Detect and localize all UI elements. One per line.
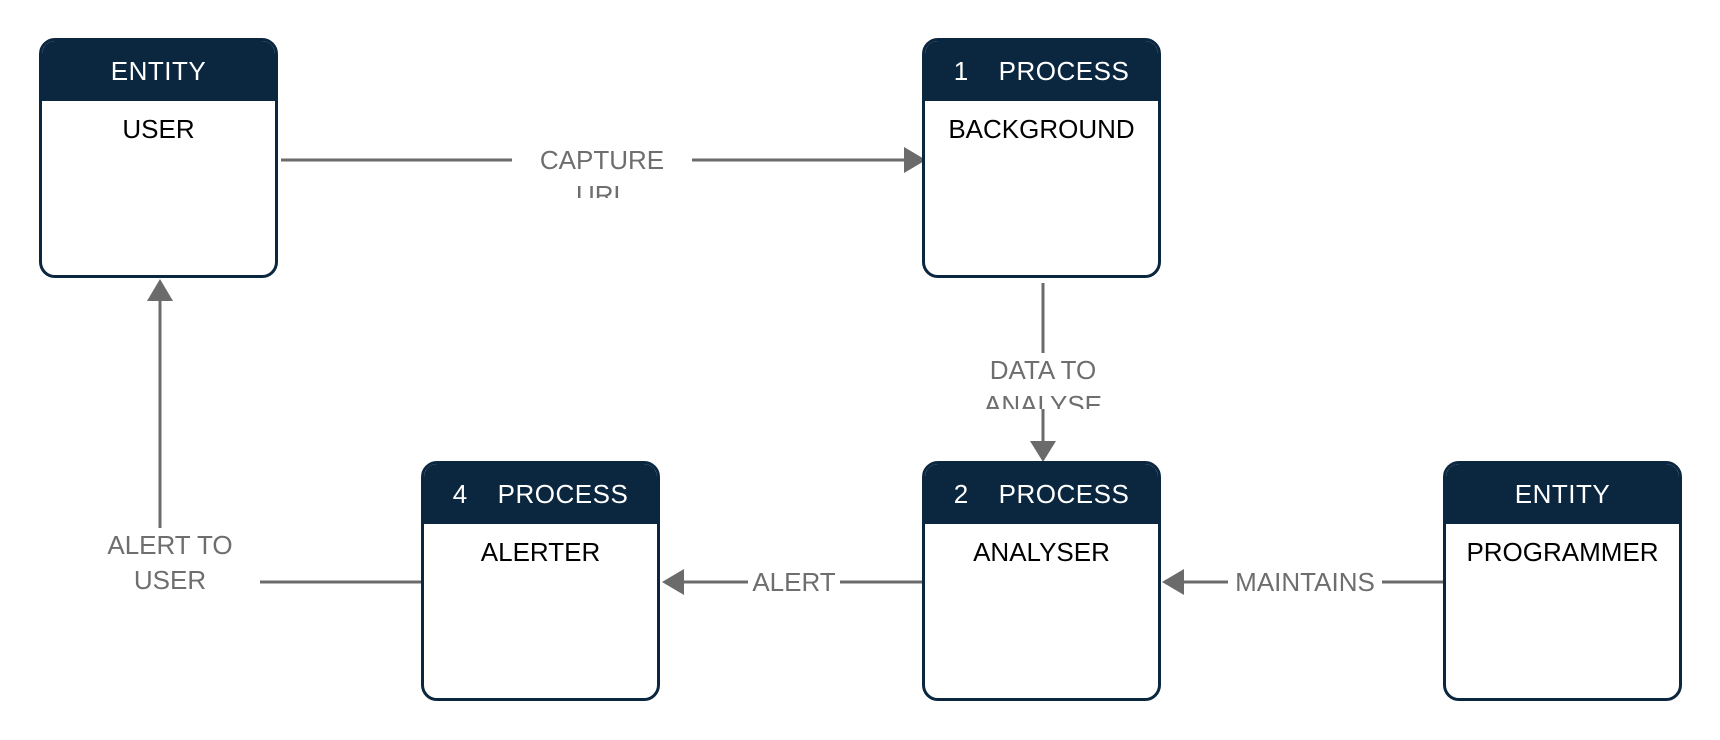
- arrowhead-alert: [662, 569, 684, 595]
- process-alerter[interactable]: 4 PROCESS ALERTER: [421, 461, 660, 701]
- process-background-name: BACKGROUND: [948, 114, 1135, 144]
- arrowhead-maintains: [1162, 569, 1184, 595]
- flow-label-alert: ALERT: [748, 565, 840, 600]
- arrowhead-data-to-analyse: [1030, 441, 1056, 462]
- entity-user-kind: ENTITY: [110, 55, 207, 86]
- process-alerter-kind: PROCESS: [497, 478, 629, 509]
- process-analyser-name: ANALYSER: [973, 537, 1110, 567]
- arrowhead-capture-url: [904, 147, 926, 173]
- process-background[interactable]: 1 PROCESS BACKGROUND: [922, 38, 1161, 278]
- flow-label-data-to-analyse: DATA TO ANALYSE: [973, 353, 1113, 409]
- entity-programmer-header: ENTITY: [1446, 464, 1679, 524]
- flow-label-maintains: MAINTAINS: [1228, 565, 1382, 600]
- entity-programmer[interactable]: ENTITY PROGRAMMER: [1443, 461, 1682, 701]
- process-analyser[interactable]: 2 PROCESS ANALYSER: [922, 461, 1161, 701]
- process-background-number: 1: [953, 55, 969, 86]
- process-analyser-kind: PROCESS: [998, 478, 1130, 509]
- process-alerter-number: 4: [452, 478, 468, 509]
- entity-programmer-kind: ENTITY: [1514, 478, 1611, 509]
- arrowhead-alert-to-user: [147, 279, 173, 301]
- entity-programmer-name: PROGRAMMER: [1466, 537, 1659, 567]
- entity-user-header: ENTITY: [42, 41, 275, 101]
- flow-label-capture-url: CAPTURE URL: [512, 143, 692, 198]
- process-background-kind: PROCESS: [998, 55, 1130, 86]
- entity-user[interactable]: ENTITY USER: [39, 38, 278, 278]
- process-background-header: 1 PROCESS: [925, 41, 1158, 101]
- process-analyser-header: 2 PROCESS: [925, 464, 1158, 524]
- process-alerter-name: ALERTER: [480, 537, 601, 567]
- process-alerter-header: 4 PROCESS: [424, 464, 657, 524]
- entity-user-name: USER: [122, 114, 195, 144]
- flow-label-alert-to-user: ALERT TO USER: [80, 528, 260, 600]
- process-analyser-number: 2: [953, 478, 969, 509]
